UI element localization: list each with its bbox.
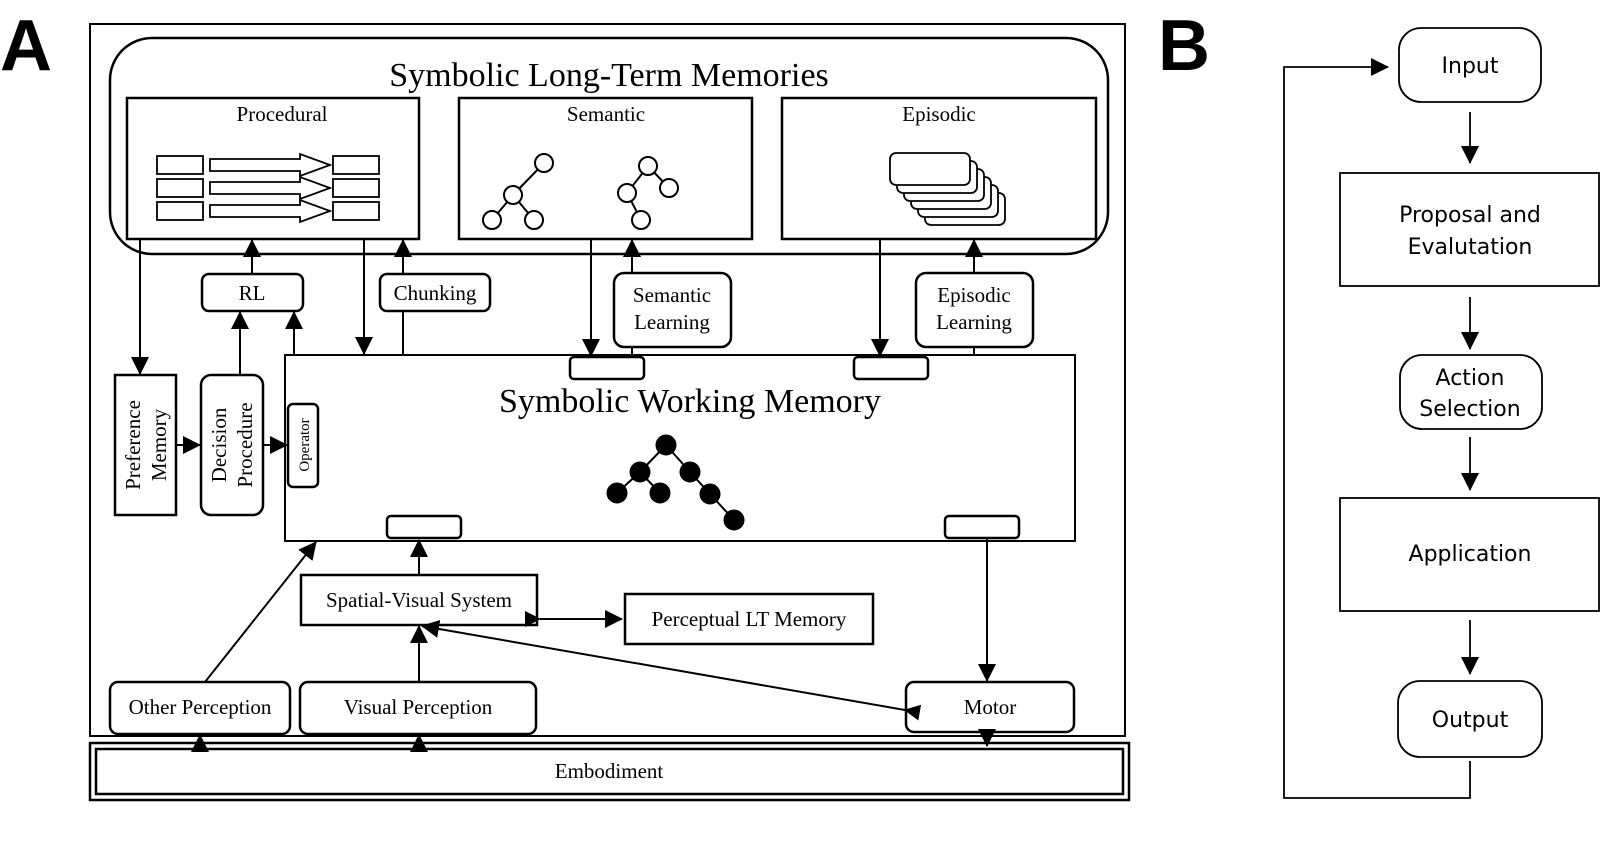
production-rules-icon xyxy=(156,152,380,224)
long-term-memories-title: Symbolic Long-Term Memories xyxy=(389,57,829,94)
perceptual-lt-memory-box: Perceptual LT Memory xyxy=(623,592,875,646)
svg-text:Procedure: Procedure xyxy=(233,402,257,487)
procedural-label: Procedural xyxy=(237,102,328,126)
svg-text:Episodic: Episodic xyxy=(937,283,1011,307)
working-memory-box: Symbolic Working Memory xyxy=(284,354,1076,542)
arrow-spatial-motor-bidirectional xyxy=(421,620,922,721)
svg-text:Evalutation: Evalutation xyxy=(1408,235,1533,260)
spatial-visual-system-box: Spatial-Visual System xyxy=(299,573,539,627)
svg-text:Embodiment: Embodiment xyxy=(555,759,664,783)
episodic-learning-box: Episodic Learning xyxy=(914,271,1035,349)
arrow-other-perception-to-wm xyxy=(204,541,317,683)
episodic-memory-box: Episodic xyxy=(780,96,1098,241)
svg-text:Learning: Learning xyxy=(634,310,710,334)
svg-text:Spatial-Visual System: Spatial-Visual System xyxy=(326,588,512,612)
svg-text:Memory: Memory xyxy=(147,408,171,481)
chunking-box: Chunking xyxy=(378,272,492,313)
semantic-learning-box: Semantic Learning xyxy=(612,271,733,349)
action-selection-node: Action Selection xyxy=(1399,354,1543,430)
svg-text:Input: Input xyxy=(1442,54,1499,79)
panel-b-arrows xyxy=(1283,58,1479,799)
panel-a-arrows xyxy=(131,239,996,752)
decision-procedure-box: Decision Procedure xyxy=(199,373,265,517)
visual-perception-box: Visual Perception xyxy=(298,680,538,736)
svg-text:Operator: Operator xyxy=(297,418,313,471)
motor-buffer xyxy=(943,514,1021,540)
svg-text:Application: Application xyxy=(1409,542,1532,567)
svg-text:Motor: Motor xyxy=(964,695,1017,719)
svg-text:Decision: Decision xyxy=(207,407,231,482)
input-node: Input xyxy=(1398,27,1542,103)
svg-text:Chunking: Chunking xyxy=(394,281,477,305)
episode-stack-icon xyxy=(889,152,1006,226)
semantic-buffer xyxy=(568,355,646,381)
svg-text:Learning: Learning xyxy=(936,310,1012,334)
output-node: Output xyxy=(1397,680,1543,758)
svg-text:Perceptual LT Memory: Perceptual LT Memory xyxy=(652,607,847,631)
svg-text:Output: Output xyxy=(1432,708,1509,733)
semantic-label: Semantic xyxy=(567,102,645,126)
working-memory-title: Symbolic Working Memory xyxy=(499,383,881,420)
other-perception-box: Other Perception xyxy=(108,680,292,736)
rl-box: RL xyxy=(200,272,305,313)
svg-text:RL: RL xyxy=(239,281,266,305)
svg-text:Action: Action xyxy=(1436,366,1505,391)
working-memory-graph-icon xyxy=(606,434,745,531)
semantic-memory-box: Semantic xyxy=(457,96,754,241)
svg-text:Selection: Selection xyxy=(1419,397,1520,422)
operator-box: Operator xyxy=(286,402,320,489)
svg-text:Semantic: Semantic xyxy=(633,283,711,307)
panel-a-label: A xyxy=(0,6,52,86)
arrow-output-loop-to-input xyxy=(1283,58,1471,799)
semantic-graph-icon xyxy=(482,153,679,230)
proposal-evaluation-node: Proposal and Evalutation xyxy=(1339,172,1600,287)
svg-text:Other Perception: Other Perception xyxy=(129,695,272,719)
episodic-buffer xyxy=(852,355,930,381)
motor-box: Motor xyxy=(904,680,1076,734)
svg-text:Proposal and: Proposal and xyxy=(1399,203,1541,228)
svg-text:Preference: Preference xyxy=(121,400,145,490)
svg-text:Visual Perception: Visual Perception xyxy=(344,695,493,719)
embodiment-box: Embodiment xyxy=(88,741,1131,802)
procedural-memory-box: Procedural xyxy=(125,96,421,241)
application-node: Application xyxy=(1339,497,1600,612)
panel-b-label: B xyxy=(1158,6,1210,86)
preference-memory-box: Preference Memory xyxy=(113,373,178,517)
episodic-label: Episodic xyxy=(902,102,976,126)
perception-buffer xyxy=(385,514,463,540)
